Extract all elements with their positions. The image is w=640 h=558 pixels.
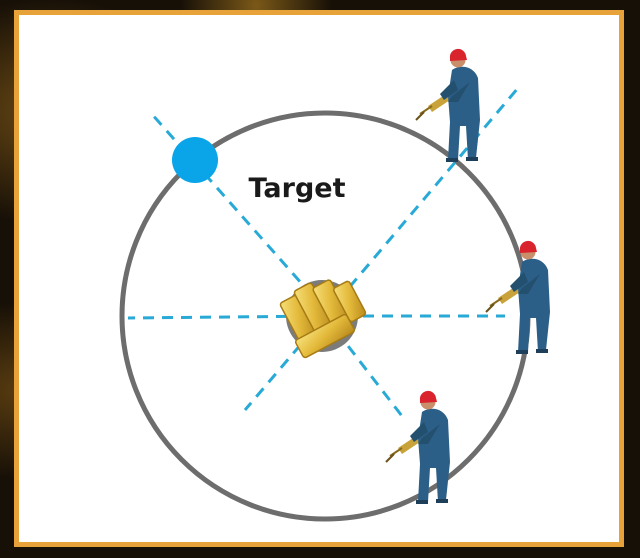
dashed-line-upper-left (148, 111, 327, 311)
dashed-line-upper-right (323, 87, 520, 317)
dashed-line-left (127, 314, 326, 320)
target-label: Target (248, 173, 345, 204)
worker-with-drill-icon (415, 47, 481, 163)
gold-bars-icon (279, 279, 367, 359)
blue-marker-icon (172, 137, 218, 183)
radial-dashed-lines (127, 87, 520, 421)
